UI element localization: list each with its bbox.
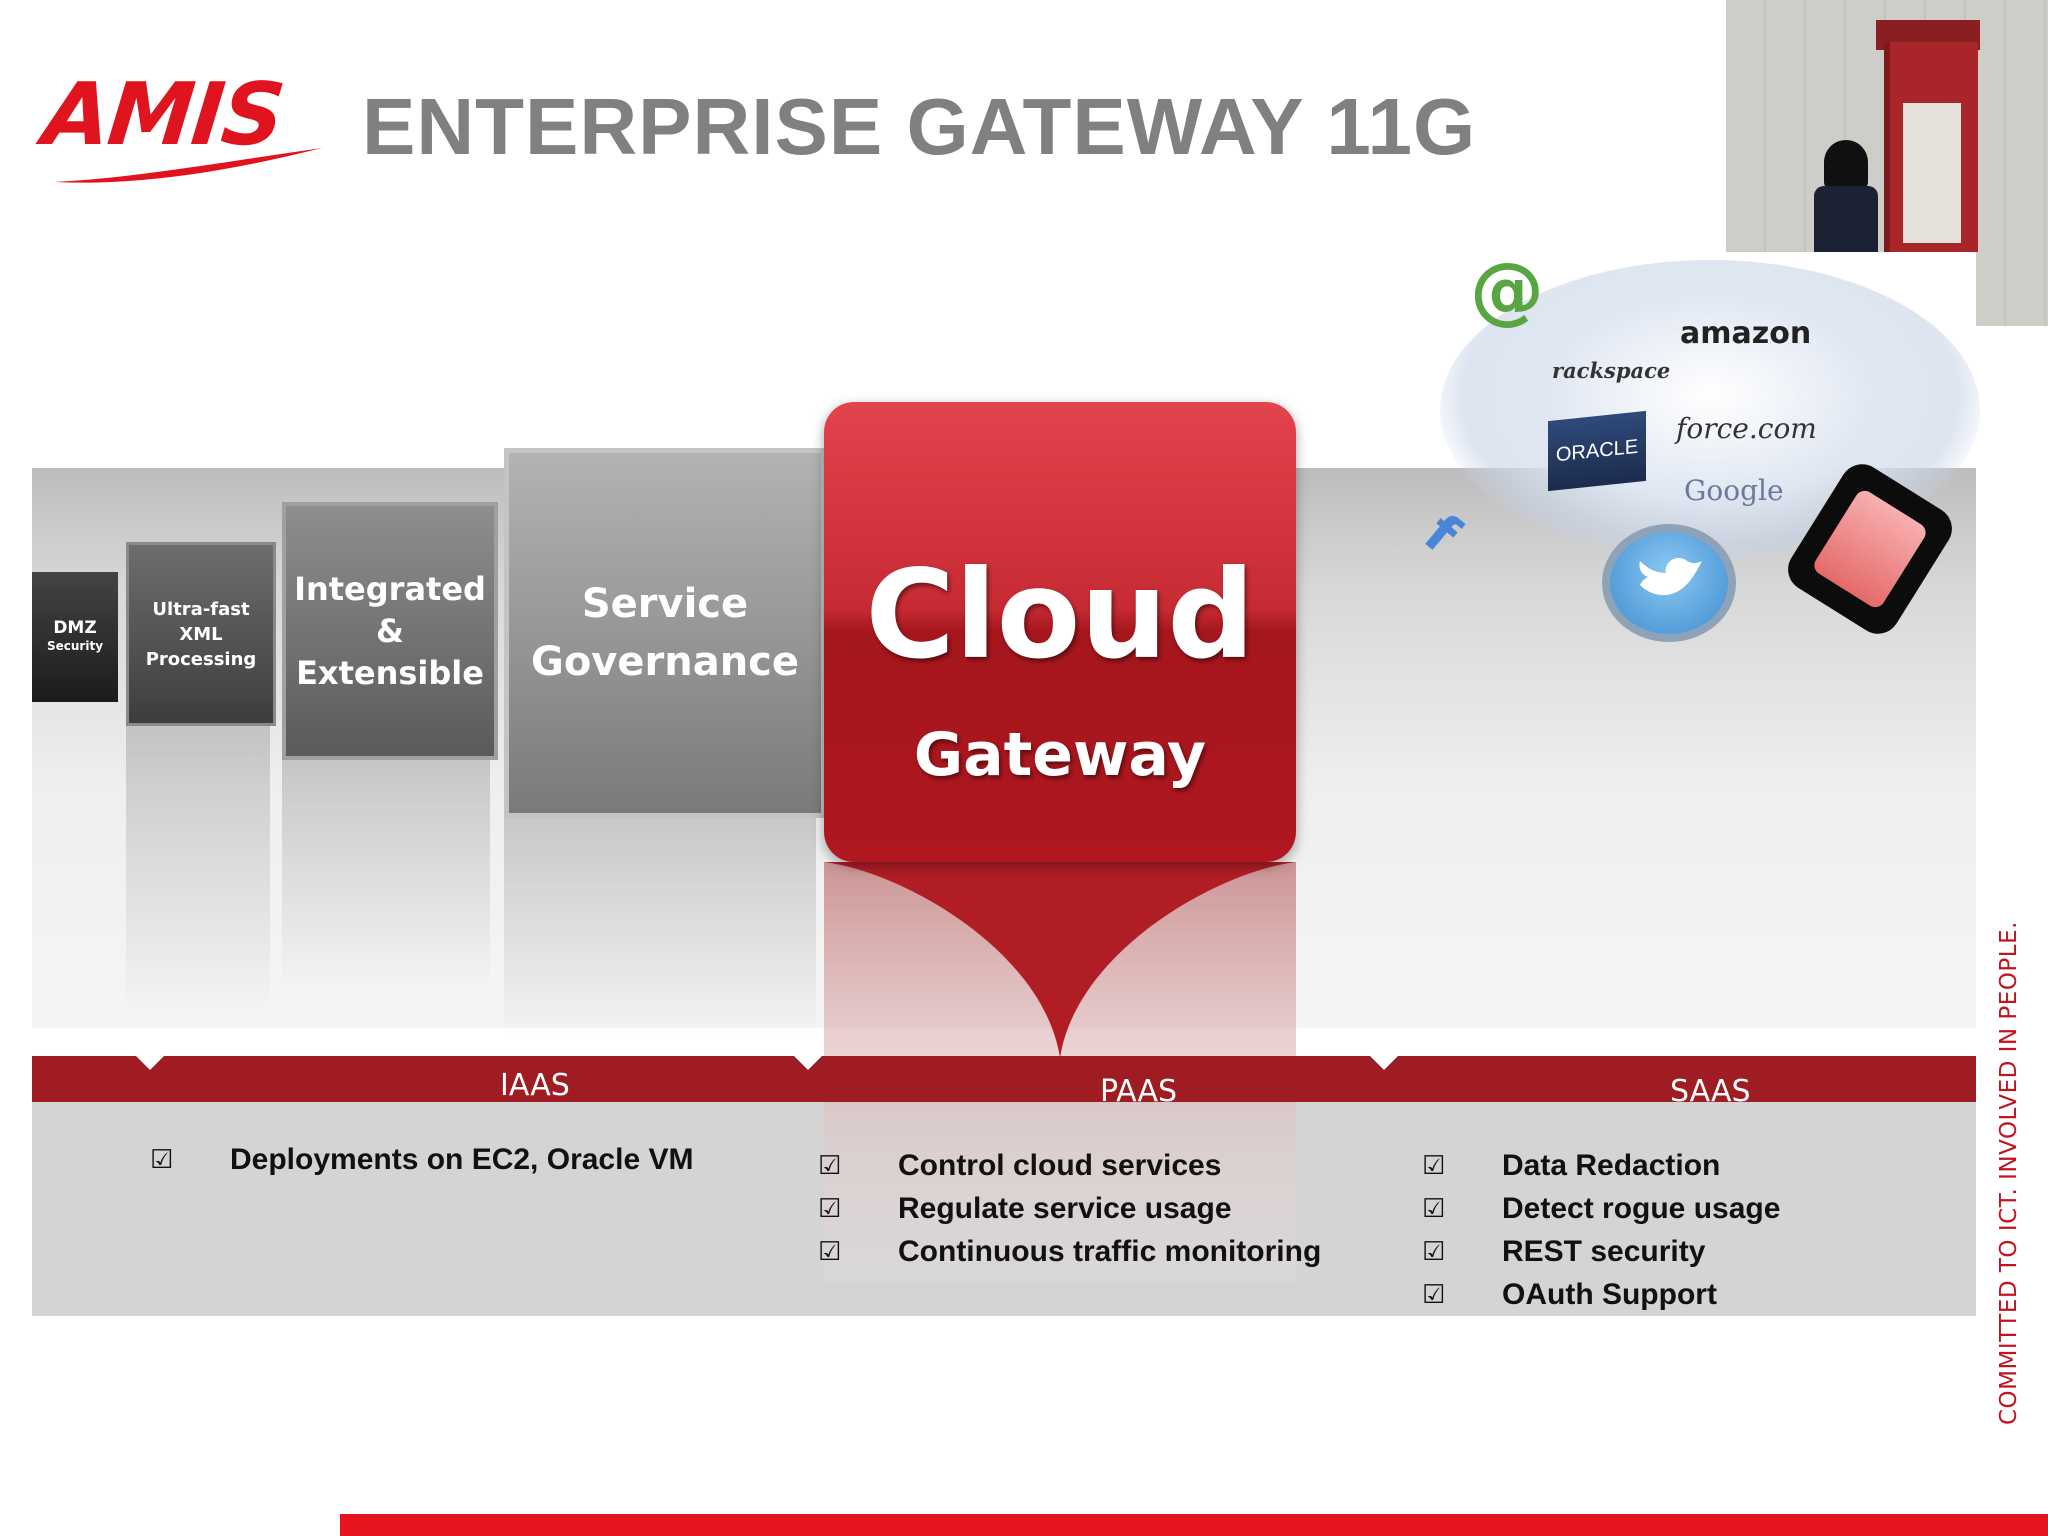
list-item: ☑ OAuth Support (1422, 1273, 1780, 1316)
list-item-label: Deployments on EC2, Oracle VM (230, 1142, 694, 1176)
band-notch (794, 1056, 822, 1070)
oracle-logo: ORACLE (1548, 410, 1646, 492)
list-item: ☑ REST security (1422, 1230, 1780, 1273)
panel-service-governance: Service Governance (504, 448, 826, 818)
logo-swoosh-icon (54, 148, 322, 183)
amis-logo: AMIS (39, 60, 322, 183)
checkbox-checked-icon: ☑ (818, 1193, 842, 1224)
list-item-label: Detect rogue usage (1502, 1191, 1781, 1225)
list-item-label: REST security (1502, 1234, 1706, 1268)
list-item-label: Continuous traffic monitoring (898, 1234, 1322, 1268)
list-item-label: Data Redaction (1502, 1148, 1721, 1182)
force-logo: force.com (1676, 412, 1817, 445)
integrated-panel-reflection (282, 758, 490, 988)
twitter-icon (1602, 524, 1736, 642)
panel-xml-line1: Ultra-fast (152, 598, 250, 620)
cloud-gateway-line1: Cloud (865, 544, 1255, 686)
iaas-checklist: ☑ Deployments on EC2, Oracle VM (150, 1138, 693, 1181)
section-label-iaas: IAAS (500, 1068, 570, 1103)
page-title: ENTERPRISE GATEWAY 11G (362, 82, 1477, 171)
panel-xml-line3: Processing (145, 648, 257, 670)
paas-checklist: ☑ Control cloud services ☑ Regulate servic… (818, 1144, 1321, 1273)
saas-checklist: ☑ Data Redaction ☑ Detect rogue usage ☑ RES… (1422, 1144, 1780, 1316)
checkbox-checked-icon: ☑ (1422, 1150, 1446, 1181)
checkbox-checked-icon: ☑ (1422, 1279, 1446, 1310)
panel-integrated-extensible: Integrated & Extensible (282, 502, 498, 760)
panel-xml-processing: Ultra-fast XML Processing (126, 542, 276, 726)
cloud-gateway-line2: Gateway (913, 720, 1207, 790)
footer-tagline: COMMITTED TO ICT. INVOLVED IN PEOPLE. (1996, 921, 2022, 1425)
rackspace-logo: rackspace (1552, 358, 1671, 383)
checkbox-checked-icon: ☑ (818, 1150, 842, 1181)
category-band (32, 1056, 1976, 1102)
list-item: ☑ Regulate service usage (818, 1187, 1321, 1230)
panel-dmz-line1: DMZ (53, 618, 97, 638)
list-item: ☑ Deployments on EC2, Oracle VM (150, 1138, 693, 1181)
panel-dmz-line2: Security (46, 639, 104, 653)
section-label-paas: PAAS (1100, 1074, 1178, 1109)
list-item-label: Regulate service usage (898, 1191, 1232, 1225)
list-item: ☑ Continuous traffic monitoring (818, 1230, 1321, 1273)
checkbox-checked-icon: ☑ (1422, 1193, 1446, 1224)
xml-panel-reflection (126, 725, 270, 1015)
list-item-label: OAuth Support (1502, 1277, 1717, 1311)
amazon-logo: amazon (1680, 316, 1812, 351)
governance-panel-reflection (504, 812, 816, 1042)
panel-xml-line2: XML (179, 623, 223, 645)
list-item: ☑ Data Redaction (1422, 1144, 1780, 1187)
presenter-video (1726, 0, 2048, 326)
panel-integrated-line1: Integrated (294, 570, 486, 608)
footer-bar (340, 1514, 2048, 1536)
list-item: ☑ Control cloud services (818, 1144, 1321, 1187)
section-label-saas: SAAS (1670, 1074, 1751, 1109)
checkbox-checked-icon: ☑ (1422, 1236, 1446, 1267)
panel-governance-line1: Service (581, 581, 749, 627)
list-item-label: Control cloud services (898, 1148, 1222, 1182)
panel-integrated-line3: Extensible (296, 654, 484, 692)
checkbox-checked-icon: ☑ (150, 1144, 174, 1175)
list-item: ☑ Detect rogue usage (1422, 1187, 1780, 1230)
panel-integrated-line2: & (376, 612, 404, 650)
google-logo: Google (1684, 474, 1784, 507)
guard-figure (1824, 140, 1868, 190)
cloud-gateway-panel: Cloud Gateway (824, 402, 1296, 862)
email-at-icon: @ (1470, 247, 1544, 333)
band-notch (136, 1056, 164, 1070)
panel-governance-line2: Governance (530, 639, 800, 685)
checkbox-checked-icon: ☑ (818, 1236, 842, 1267)
band-notch (1370, 1056, 1398, 1070)
